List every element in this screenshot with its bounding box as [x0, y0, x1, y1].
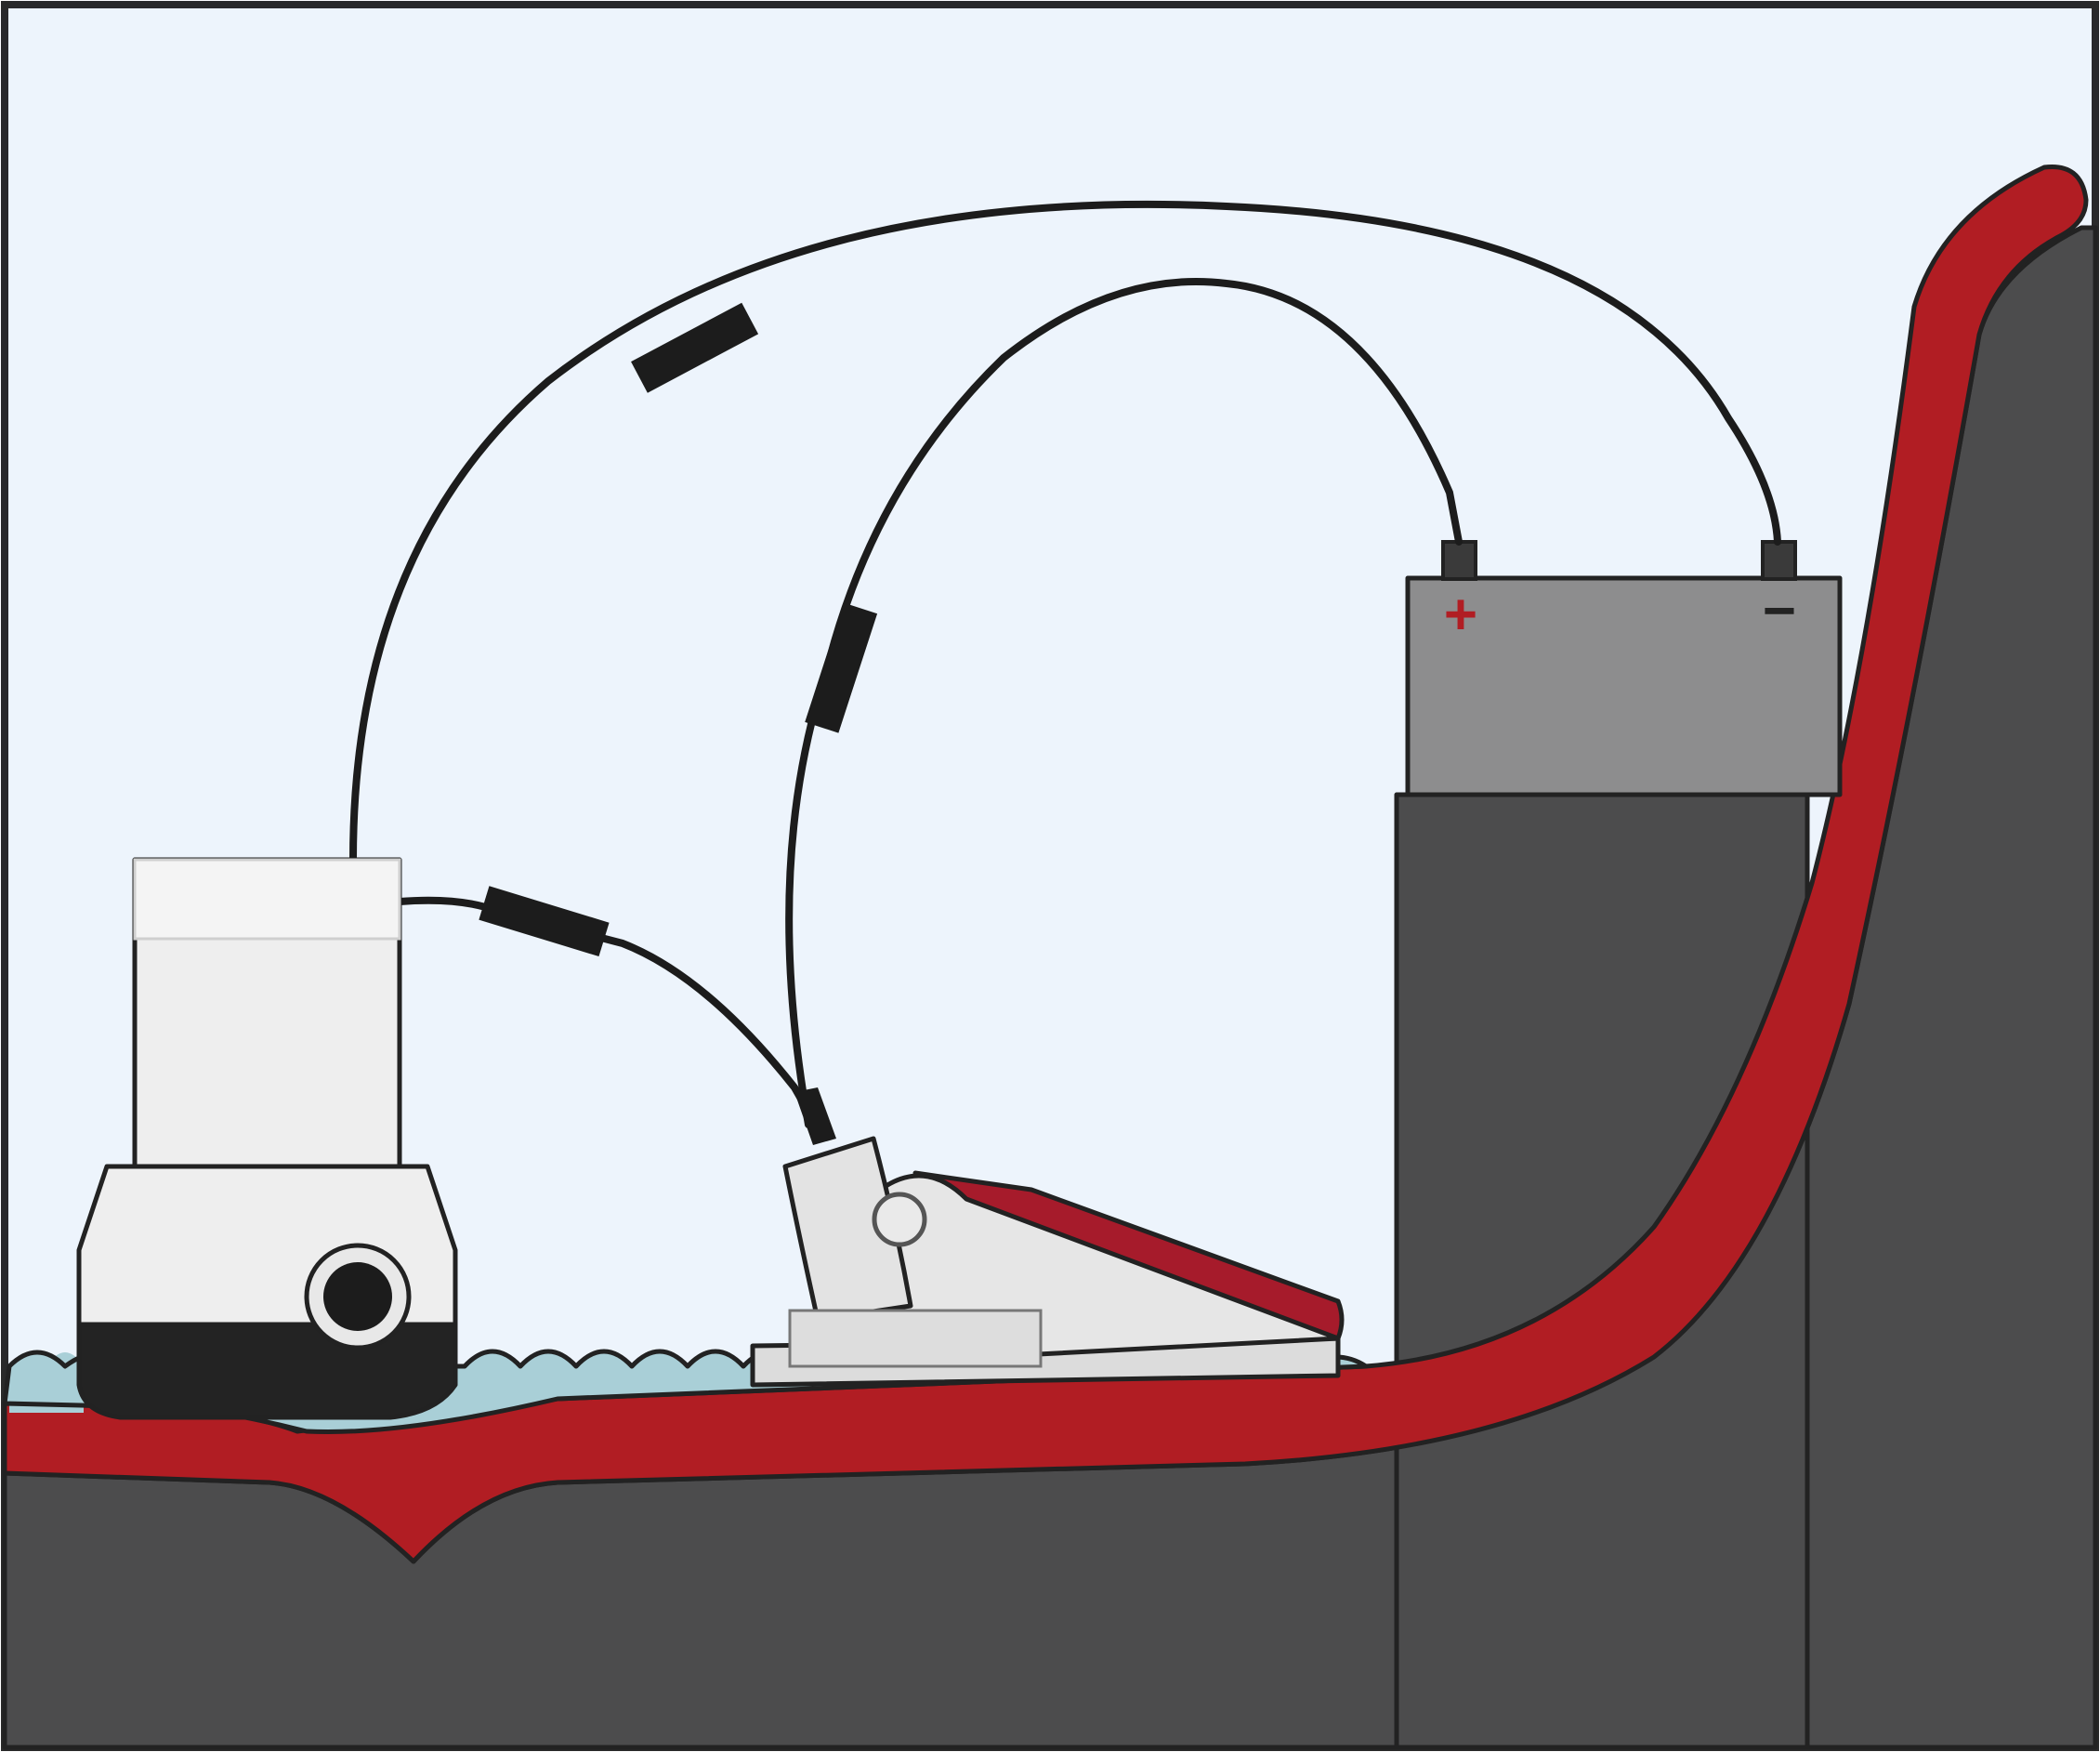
- battery-negative-terminal: [1761, 540, 1797, 581]
- wire-pump-to-battery-negative: [349, 200, 1781, 863]
- inline-connector-middle: [805, 602, 878, 733]
- wire-switch-to-battery-positive: [785, 277, 1463, 1128]
- battery-positive-label: +: [1444, 583, 1477, 647]
- bilge-pump-outlet-hole: [323, 1262, 392, 1331]
- battery: + −: [1405, 540, 1843, 797]
- float-switch-mount: [788, 1309, 1043, 1368]
- float-switch-pivot: [872, 1192, 927, 1247]
- bilge-pump: [76, 857, 458, 1420]
- battery-negative-label: −: [1763, 579, 1796, 643]
- wire-pump-to-float-switch: [396, 896, 817, 1124]
- battery-body: [1405, 575, 1843, 797]
- inline-connector-upper: [631, 302, 759, 393]
- battery-shelf: [1394, 792, 1810, 1750]
- hull-inner-lining: [2, 164, 2089, 1564]
- bilge-pump-ribbed-cap: [133, 858, 401, 941]
- float-switch-housing: [782, 1136, 913, 1323]
- float-switch: [750, 1087, 1345, 1388]
- bilge-pump-base: [76, 1317, 458, 1420]
- float-switch-cable-grommet: [794, 1087, 836, 1145]
- battery-positive-terminal: [1441, 540, 1477, 581]
- inline-connector-lower: [479, 886, 610, 957]
